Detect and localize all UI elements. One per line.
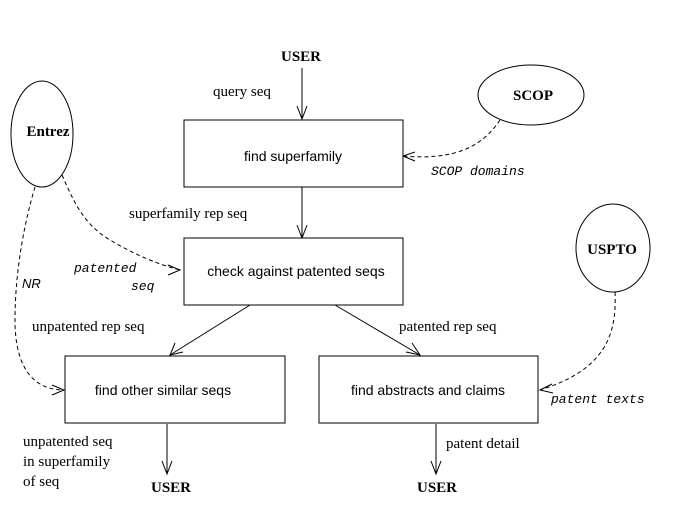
- arrow-check-to-similar: [169, 304, 251, 356]
- edge-label-unpatented-rep-seq: unpatented rep seq: [32, 319, 145, 335]
- process-box-check-patented: check against patented seqs: [183, 237, 404, 306]
- source-scop: SCOP: [477, 64, 585, 126]
- arrow-check-to-abstracts: [334, 304, 421, 356]
- user-bottom-left: USER: [151, 480, 191, 496]
- box-label: find other similar seqs: [95, 382, 231, 398]
- process-box-find-abstracts: find abstracts and claims: [318, 355, 539, 424]
- data-arrows: [14, 119, 616, 396]
- flow-arrows: [161, 68, 442, 476]
- edge-label-patent-detail: patent detail: [446, 436, 520, 452]
- edge-label-unpatented-seq-line2: in superfamily: [23, 454, 111, 470]
- arrow-entrez-to-similar: [14, 186, 65, 391]
- arrowhead: [405, 342, 422, 356]
- user-top: USER: [281, 49, 321, 65]
- source-label: Entrez: [26, 124, 69, 140]
- process-box-find-similar: find other similar seqs: [64, 355, 286, 424]
- arrowhead: [430, 460, 442, 476]
- data-label-scop-domains: SCOP domains: [431, 164, 525, 179]
- arrowhead: [169, 342, 184, 356]
- arrow-scop-to-superfamily: [402, 119, 501, 158]
- edge-label-query-seq: query seq: [213, 84, 271, 100]
- arrow-uspto-to-abstracts: [539, 291, 616, 391]
- user-bottom-right: USER: [417, 480, 457, 496]
- edge-label-patented-rep-seq: patented rep seq: [399, 319, 497, 335]
- arrowhead: [161, 460, 173, 476]
- arrowhead: [51, 384, 66, 396]
- box-label: check against patented seqs: [207, 263, 384, 279]
- source-label: USPTO: [587, 242, 637, 258]
- arrowhead: [296, 105, 308, 121]
- arrowhead: [167, 264, 182, 276]
- source-label: SCOP: [513, 88, 553, 104]
- box-label: find abstracts and claims: [351, 382, 505, 398]
- edge-label-unpatented-seq-line1: unpatented seq: [23, 434, 113, 450]
- data-label-patented-line1: patented: [73, 261, 137, 276]
- data-label-nr: NR: [22, 276, 41, 291]
- edge-label-superfamily-rep-seq: superfamily rep seq: [129, 206, 248, 222]
- edge-label-unpatented-seq-line3: of seq: [23, 474, 60, 490]
- arrow-entrez-to-check: [61, 174, 181, 271]
- process-box-find-superfamily: find superfamily: [183, 119, 404, 188]
- data-label-patent-texts: patent texts: [550, 392, 645, 407]
- box-label: find superfamily: [244, 148, 342, 164]
- arrowhead: [538, 383, 554, 394]
- data-label-patented-line2: seq: [131, 279, 155, 294]
- source-entrez: Entrez: [10, 80, 74, 188]
- source-uspto: USPTO: [575, 203, 651, 293]
